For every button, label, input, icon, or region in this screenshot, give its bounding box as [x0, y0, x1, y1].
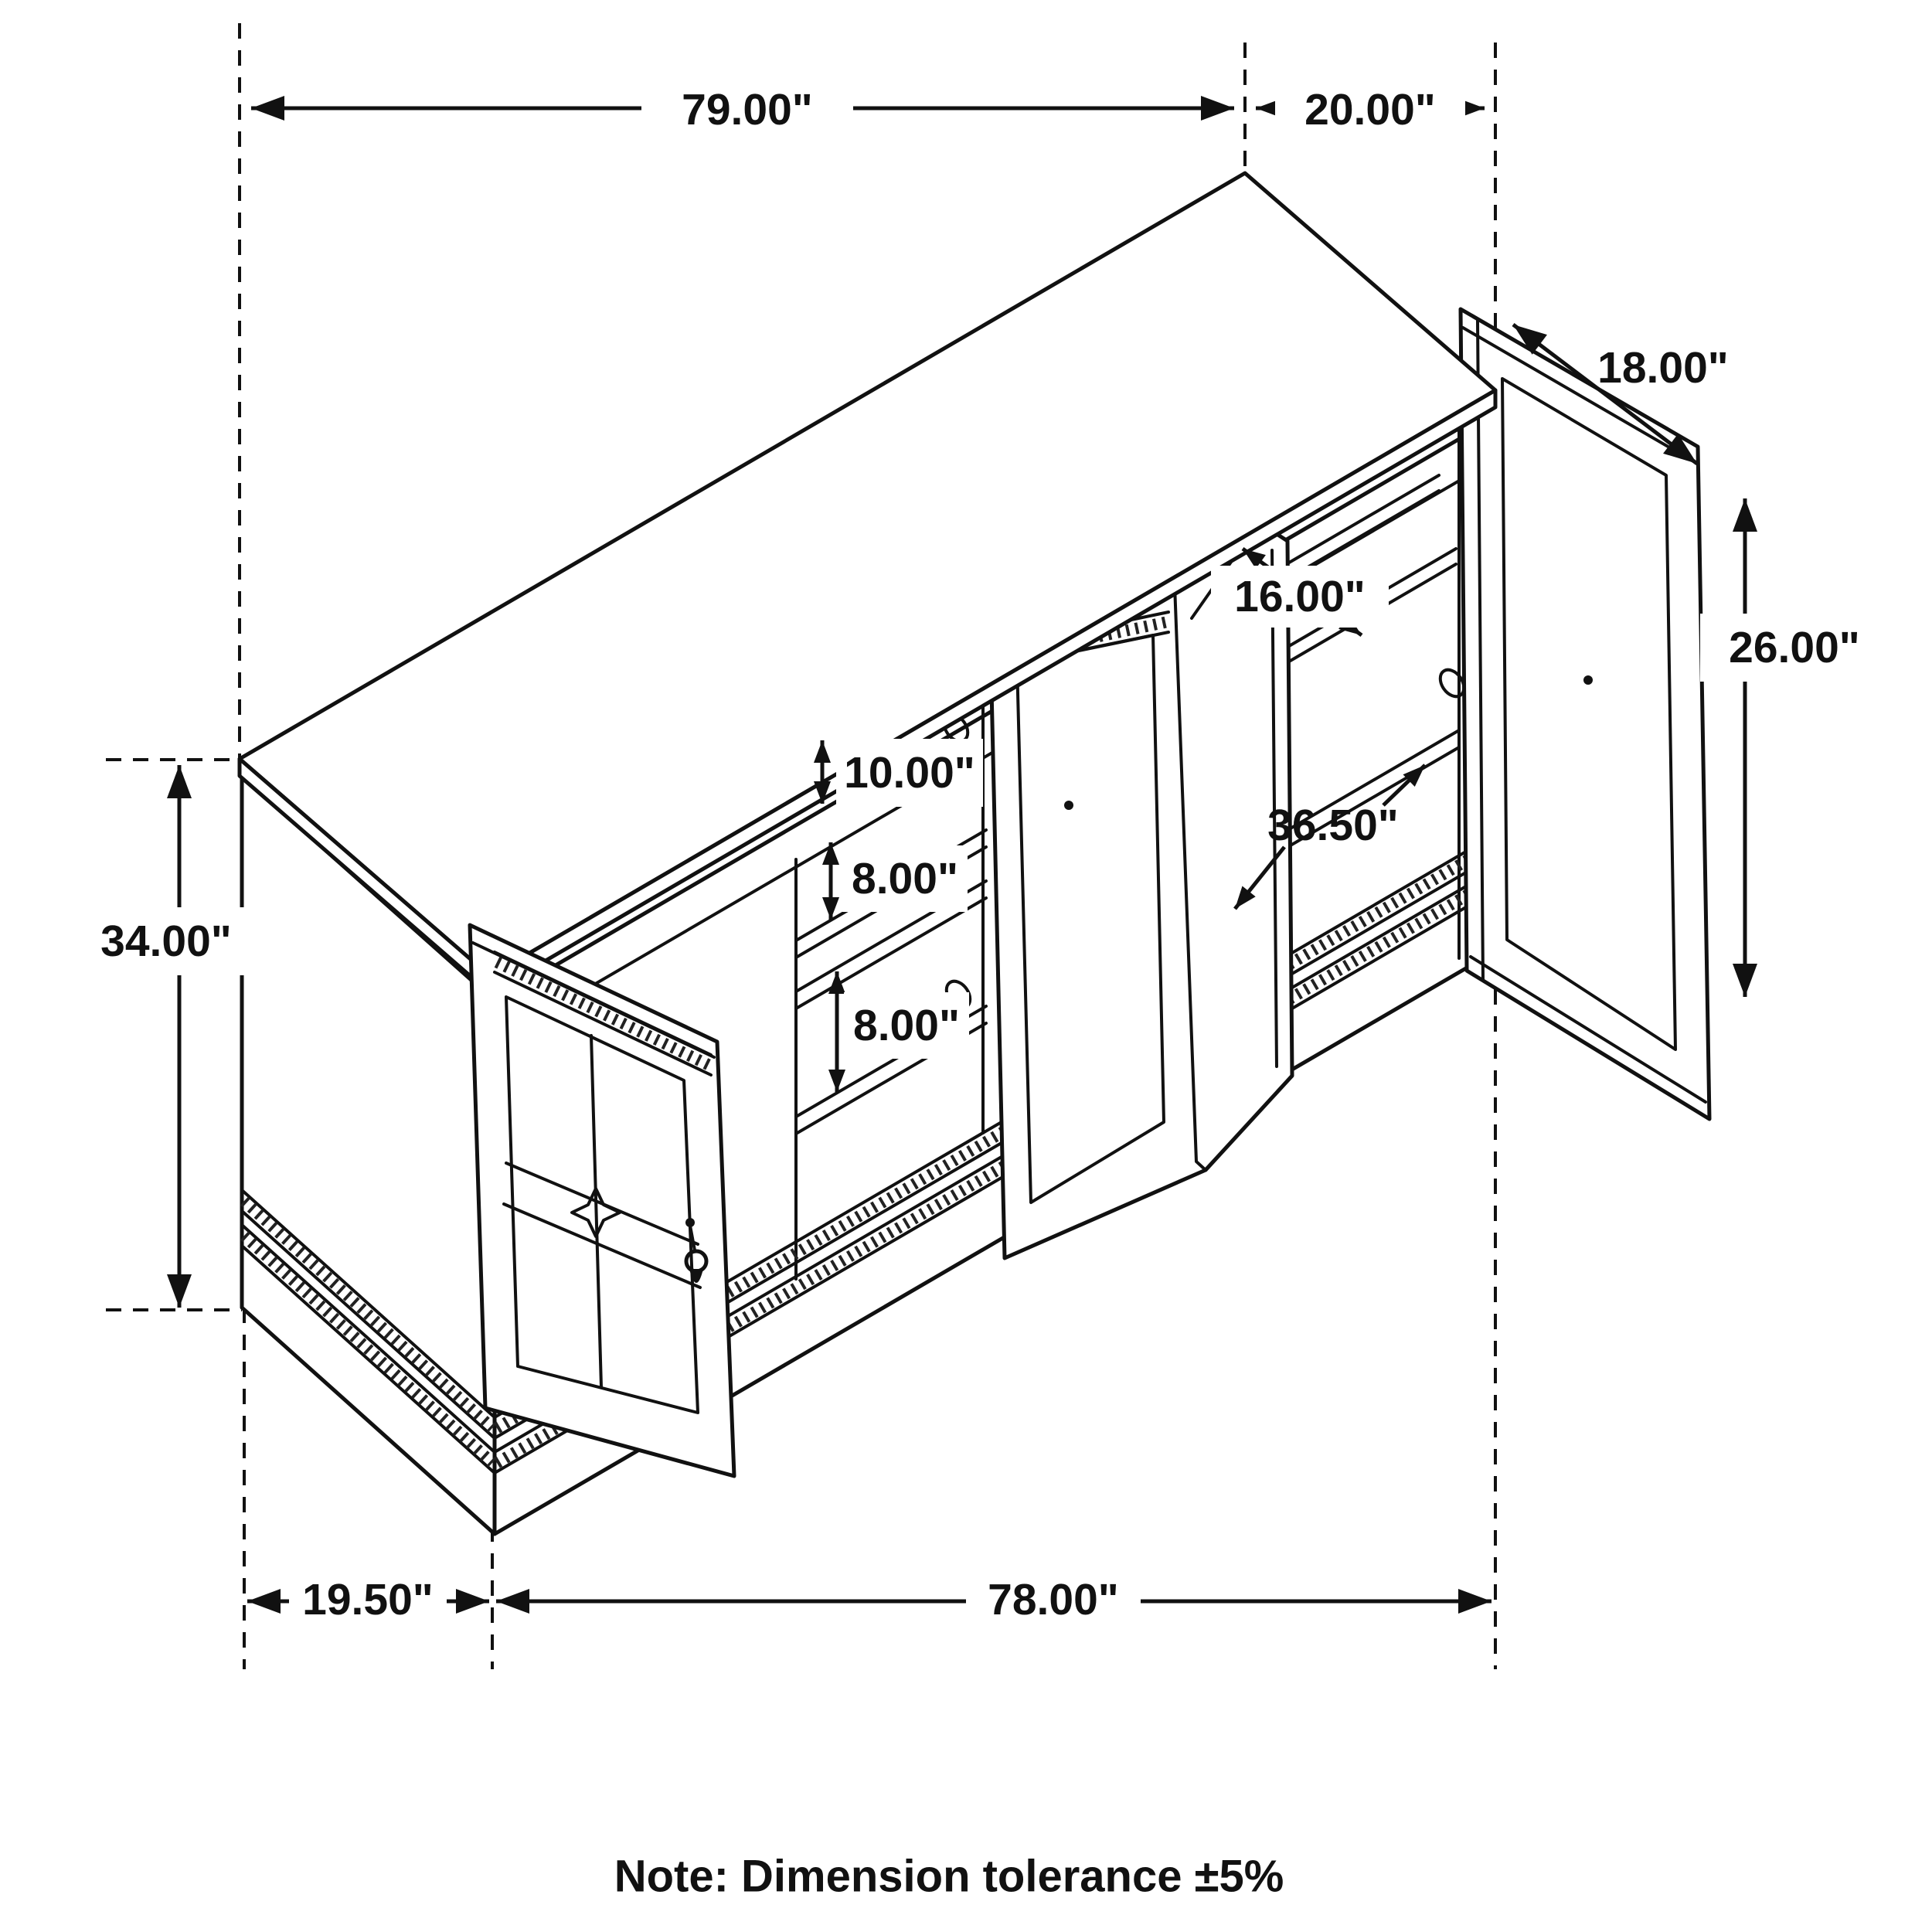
shelf-pin-hole [1438, 668, 1466, 699]
rope-trim [240, 1231, 497, 1468]
left-glass-door-open [468, 923, 736, 1478]
middle-door-leaf-division [1173, 583, 1207, 1172]
middle-door-knob [1064, 801, 1073, 810]
dim-right-door-width: 18.00" [1512, 323, 1729, 465]
left-door-inner-frame [505, 995, 699, 1414]
dim-label-bg [641, 74, 853, 142]
dim-bottom-shelf-gap: 8.00" [828, 971, 969, 1092]
cabinet-top [237, 171, 1498, 995]
dim-shelf-depth: 16.00" [1211, 546, 1389, 638]
dim-label-bg [1211, 566, 1389, 628]
dim-label-bg [1700, 614, 1889, 682]
dim-label: 20.00" [1304, 85, 1436, 134]
dim-right-section-width: 36.50" [1233, 764, 1427, 910]
dim-label-bg [842, 845, 968, 912]
dimensions: 79.00" 20.00" 18.00" 26.00" 16.00" 36.50… [87, 74, 1889, 1634]
right-door-bottom-thickness [1469, 955, 1707, 1104]
dim-label: 16.00" [1234, 572, 1366, 621]
mullion-rosette [570, 1187, 621, 1238]
dim-label-bg [844, 992, 969, 1059]
dim-base-side-depth: 19.50" [247, 1567, 489, 1634]
dim-label-bg [1275, 74, 1465, 142]
dim-label: 8.00" [852, 854, 958, 903]
right-door-open [1458, 307, 1712, 1121]
dim-label: 26.00" [1729, 623, 1860, 672]
right-door-hinge-edge [1476, 319, 1485, 981]
dim-label: 34.00" [100, 917, 232, 966]
dim-top-shelf-gap: 10.00" [814, 739, 983, 807]
dim-label-bg [836, 739, 983, 807]
base-molding-left-end [240, 1189, 497, 1475]
dim-label: 19.50" [302, 1575, 434, 1624]
dim-overall-top-width: 79.00" [251, 74, 1234, 142]
dim-label-bg [87, 907, 246, 975]
rope-trim [240, 1196, 497, 1433]
dim-overall-height: 34.00" [87, 765, 246, 1308]
dim-right-door-height: 26.00" [1700, 498, 1889, 997]
right-door-knob [1583, 675, 1593, 685]
left-door-mullion-vertical [590, 1034, 603, 1389]
door-rope-trim [494, 957, 712, 1070]
dim-label-bg [966, 1567, 1141, 1634]
dim-label: 18.00" [1597, 343, 1729, 393]
right-door-panel [1458, 307, 1712, 1121]
dim-label-bg [289, 1567, 447, 1634]
tolerance-note: Note: Dimension tolerance ±5% [614, 1852, 1284, 1902]
dim-middle-shelf-gap: 8.00" [822, 842, 968, 920]
dim-top-side-depth: 20.00" [1256, 74, 1485, 142]
dim-label: 79.00" [682, 85, 813, 134]
dim-label: 8.00" [853, 1001, 960, 1050]
dim-label: 10.00" [844, 748, 975, 798]
dim-base-front-width: 78.00" [496, 1567, 1492, 1634]
dim-label: 36.50" [1267, 801, 1399, 850]
dim-label: 78.00" [988, 1575, 1119, 1624]
door-key [684, 1218, 709, 1283]
